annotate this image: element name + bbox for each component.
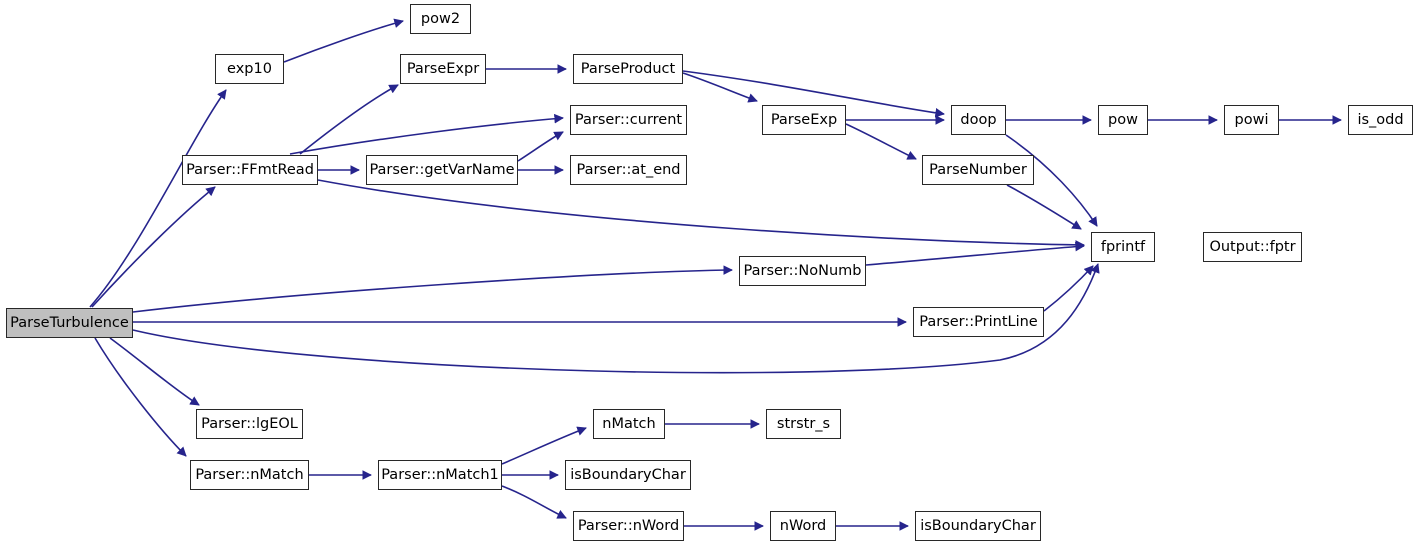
node-label: powi [1234, 111, 1269, 128]
node-label: ParseProduct [580, 60, 676, 77]
edge-parseproduct-to-parseexp [682, 72, 758, 103]
edge-printline-to-fprintf [1043, 265, 1094, 312]
edge-parsenumber-to-fprintf [1006, 184, 1082, 230]
node-label: isBoundaryChar [570, 466, 686, 483]
edge-getvarname-to-current [517, 131, 564, 162]
node-label: Parser::at_end [576, 161, 681, 178]
node-powi[interactable]: powi [1224, 105, 1279, 135]
node-is_odd[interactable]: is_odd [1348, 105, 1413, 135]
node-label: Parser::lgEOL [201, 415, 298, 432]
node-label: ParseTurbulence [10, 314, 129, 331]
node-parseproduct[interactable]: ParseProduct [573, 54, 683, 84]
node-doop[interactable]: doop [951, 105, 1006, 135]
node-isboundarychar2[interactable]: isBoundaryChar [915, 511, 1041, 541]
node-label: Output::fptr [1209, 238, 1296, 255]
node-label: Parser::FFmtRead [186, 161, 314, 178]
node-label: Parser::current [574, 111, 683, 128]
edge-nonumb-to-fprintf [865, 241, 1085, 266]
edge-parseturbulence-to-ffmtread [91, 186, 216, 308]
edge-parseturbulence-to-exp10 [89, 89, 227, 308]
node-label: nWord [779, 517, 827, 534]
node-pow[interactable]: pow [1098, 105, 1148, 135]
edge-ffmtread-to-parseexpr [299, 84, 399, 155]
node-label: Parser::PrintLine [919, 313, 1038, 330]
node-label: ParseExp [770, 111, 838, 128]
edge-ffmtread-to-fprintf [317, 179, 1085, 250]
node-strstr_s[interactable]: strstr_s [766, 409, 841, 439]
node-nword[interactable]: nWord [770, 511, 836, 541]
node-label: exp10 [227, 60, 272, 77]
node-label: pow2 [420, 10, 461, 27]
edge-parseturbulence-to-nonumb [132, 265, 733, 313]
node-label: Parser::getVarName [369, 161, 515, 178]
node-label: doop [960, 111, 997, 128]
node-parsenumber[interactable]: ParseNumber [922, 155, 1034, 185]
node-label: Parser::NoNumb [743, 262, 862, 279]
node-lgeol[interactable]: Parser::lgEOL [196, 409, 303, 439]
node-parseexpr[interactable]: ParseExpr [400, 54, 486, 84]
node-parseturbulence[interactable]: ParseTurbulence [6, 308, 133, 338]
node-label: strstr_s [776, 415, 831, 432]
node-label: fprintf [1100, 238, 1146, 255]
edge-nmatch1-to-nmatch [501, 426, 587, 465]
node-exp10[interactable]: exp10 [215, 54, 284, 84]
node-label: pow [1108, 111, 1138, 128]
node-label: Parser::nWord [577, 517, 680, 534]
edge-parseexp-to-parsenumber [845, 123, 917, 160]
node-isboundarychar1[interactable]: isBoundaryChar [565, 460, 691, 490]
node-label: isBoundaryChar [920, 517, 1036, 534]
node-label: ParseNumber [929, 161, 1027, 178]
node-printline[interactable]: Parser::PrintLine [913, 307, 1044, 337]
node-nmatch_p[interactable]: Parser::nMatch [190, 460, 309, 490]
edge-parseturbulence-to-lgeol [109, 337, 200, 406]
node-current[interactable]: Parser::current [570, 105, 687, 135]
node-at_end[interactable]: Parser::at_end [570, 155, 687, 185]
node-label: Parser::nMatch [195, 466, 304, 483]
edge-paths [89, 18, 1342, 531]
node-outputfptr[interactable]: Output::fptr [1203, 232, 1302, 262]
node-parseexp[interactable]: ParseExp [762, 105, 846, 135]
node-ffmtread[interactable]: Parser::FFmtRead [182, 155, 318, 185]
node-fprintf[interactable]: fprintf [1091, 232, 1155, 262]
node-label: Parser::nMatch1 [381, 466, 499, 483]
node-pow2[interactable]: pow2 [410, 4, 471, 34]
node-label: is_odd [1357, 111, 1404, 128]
node-label: ParseExpr [406, 60, 480, 77]
edge-exp10-to-pow2 [283, 18, 404, 63]
node-label: nMatch [602, 415, 656, 432]
edge-nmatch1-to-nword_p [501, 485, 567, 519]
node-nonumb[interactable]: Parser::NoNumb [739, 256, 866, 286]
edge-ffmtread-to-current [289, 113, 564, 155]
node-nword_p[interactable]: Parser::nWord [573, 511, 684, 541]
node-nmatch1[interactable]: Parser::nMatch1 [378, 460, 502, 490]
edge-parseturbulence-to-nmatch_p [94, 337, 187, 457]
node-nmatch[interactable]: nMatch [593, 409, 665, 439]
node-getvarname[interactable]: Parser::getVarName [366, 155, 518, 185]
